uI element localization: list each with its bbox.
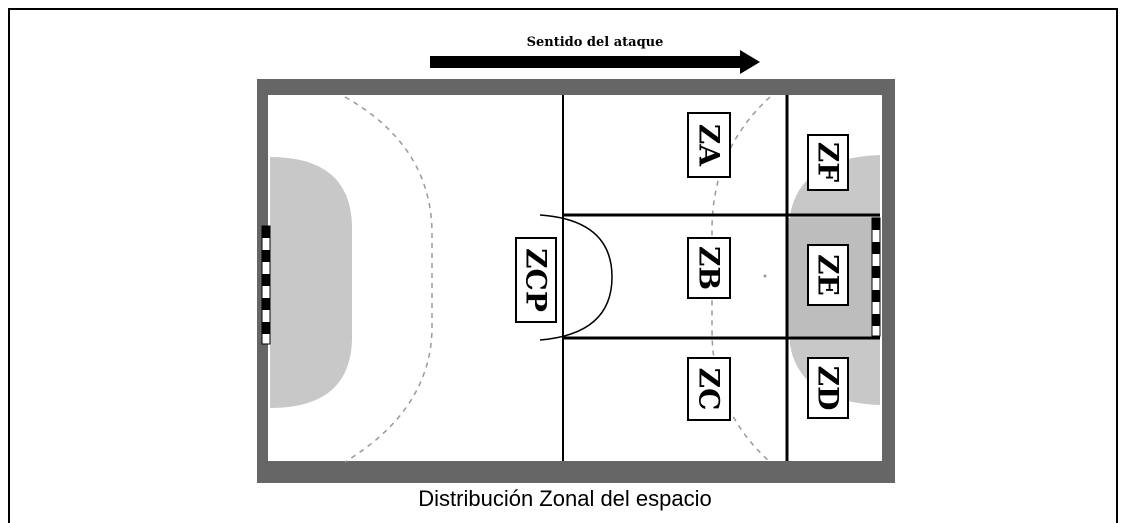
zone-za-label: ZA [693,124,726,167]
zone-ze: ZE [807,244,849,306]
zone-za: ZA [687,112,731,178]
zone-zd-label: ZD [812,366,845,411]
zone-zcp-label: ZCP [520,248,553,312]
attack-direction-arrow [430,50,760,74]
center-dot [763,274,767,278]
right-goal [871,217,881,337]
zone-zb: ZB [687,237,731,299]
right-free-throw-line [711,96,771,463]
zone-zb-label: ZB [693,246,726,290]
zone-zcp: ZCP [515,237,557,323]
left-goal [261,225,271,345]
figure-caption: Distribución Zonal del espacio [418,486,712,511]
left-free-throw-line [344,96,433,463]
figure-frame [8,8,1118,523]
zone-zd: ZD [807,357,849,419]
attack-direction-label: Sentido del ataque [526,35,664,50]
zone-zf-label: ZF [812,142,845,182]
zone-zc: ZC [687,357,731,421]
left-goal-area [270,157,352,408]
court-field [268,95,882,461]
zone-zc-label: ZC [693,368,726,411]
zone-zf: ZF [807,134,849,191]
zone-ze-label: ZE [812,254,845,296]
center-semicircle [539,214,613,341]
